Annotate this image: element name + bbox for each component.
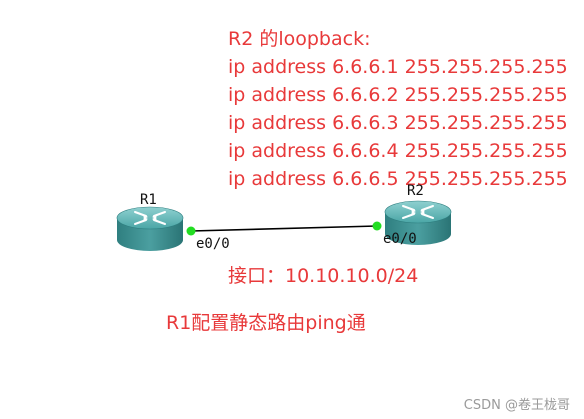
ethernet-link[interactable] bbox=[190, 225, 378, 232]
loopback-heading: R2 的loopback: bbox=[228, 28, 371, 50]
router-r2-label: R2 bbox=[407, 183, 424, 199]
router-r2-icon[interactable] bbox=[384, 200, 452, 245]
r1-link-status-dot-icon bbox=[186, 226, 196, 236]
loopback-command-4: ip address 6.6.6.4 255.255.255.255 bbox=[228, 140, 568, 162]
interface-subnet-note: 接口：10.10.10.0/24 bbox=[228, 265, 419, 287]
router-r1-icon[interactable] bbox=[116, 206, 184, 251]
loopback-command-2: ip address 6.6.6.2 255.255.255.255 bbox=[228, 84, 568, 106]
r2-port-label: e0/0 bbox=[383, 231, 417, 247]
loopback-command-5: ip address 6.6.6.5 255.255.255.255 bbox=[228, 168, 568, 189]
router-r1-label: R1 bbox=[140, 192, 157, 208]
loopback-command-1: ip address 6.6.6.1 255.255.255.255 bbox=[228, 56, 568, 78]
csdn-watermark: CSDN @卷王栊哥 bbox=[463, 398, 570, 413]
r2-link-status-dot-icon bbox=[372, 221, 382, 231]
task-note: R1配置静态路由ping通 bbox=[166, 312, 366, 334]
loopback-annotation: R2 的loopback: ip address 6.6.6.1 255.255… bbox=[228, 25, 568, 189]
loopback-command-3: ip address 6.6.6.3 255.255.255.255 bbox=[228, 112, 568, 134]
r1-port-label: e0/0 bbox=[196, 236, 230, 252]
